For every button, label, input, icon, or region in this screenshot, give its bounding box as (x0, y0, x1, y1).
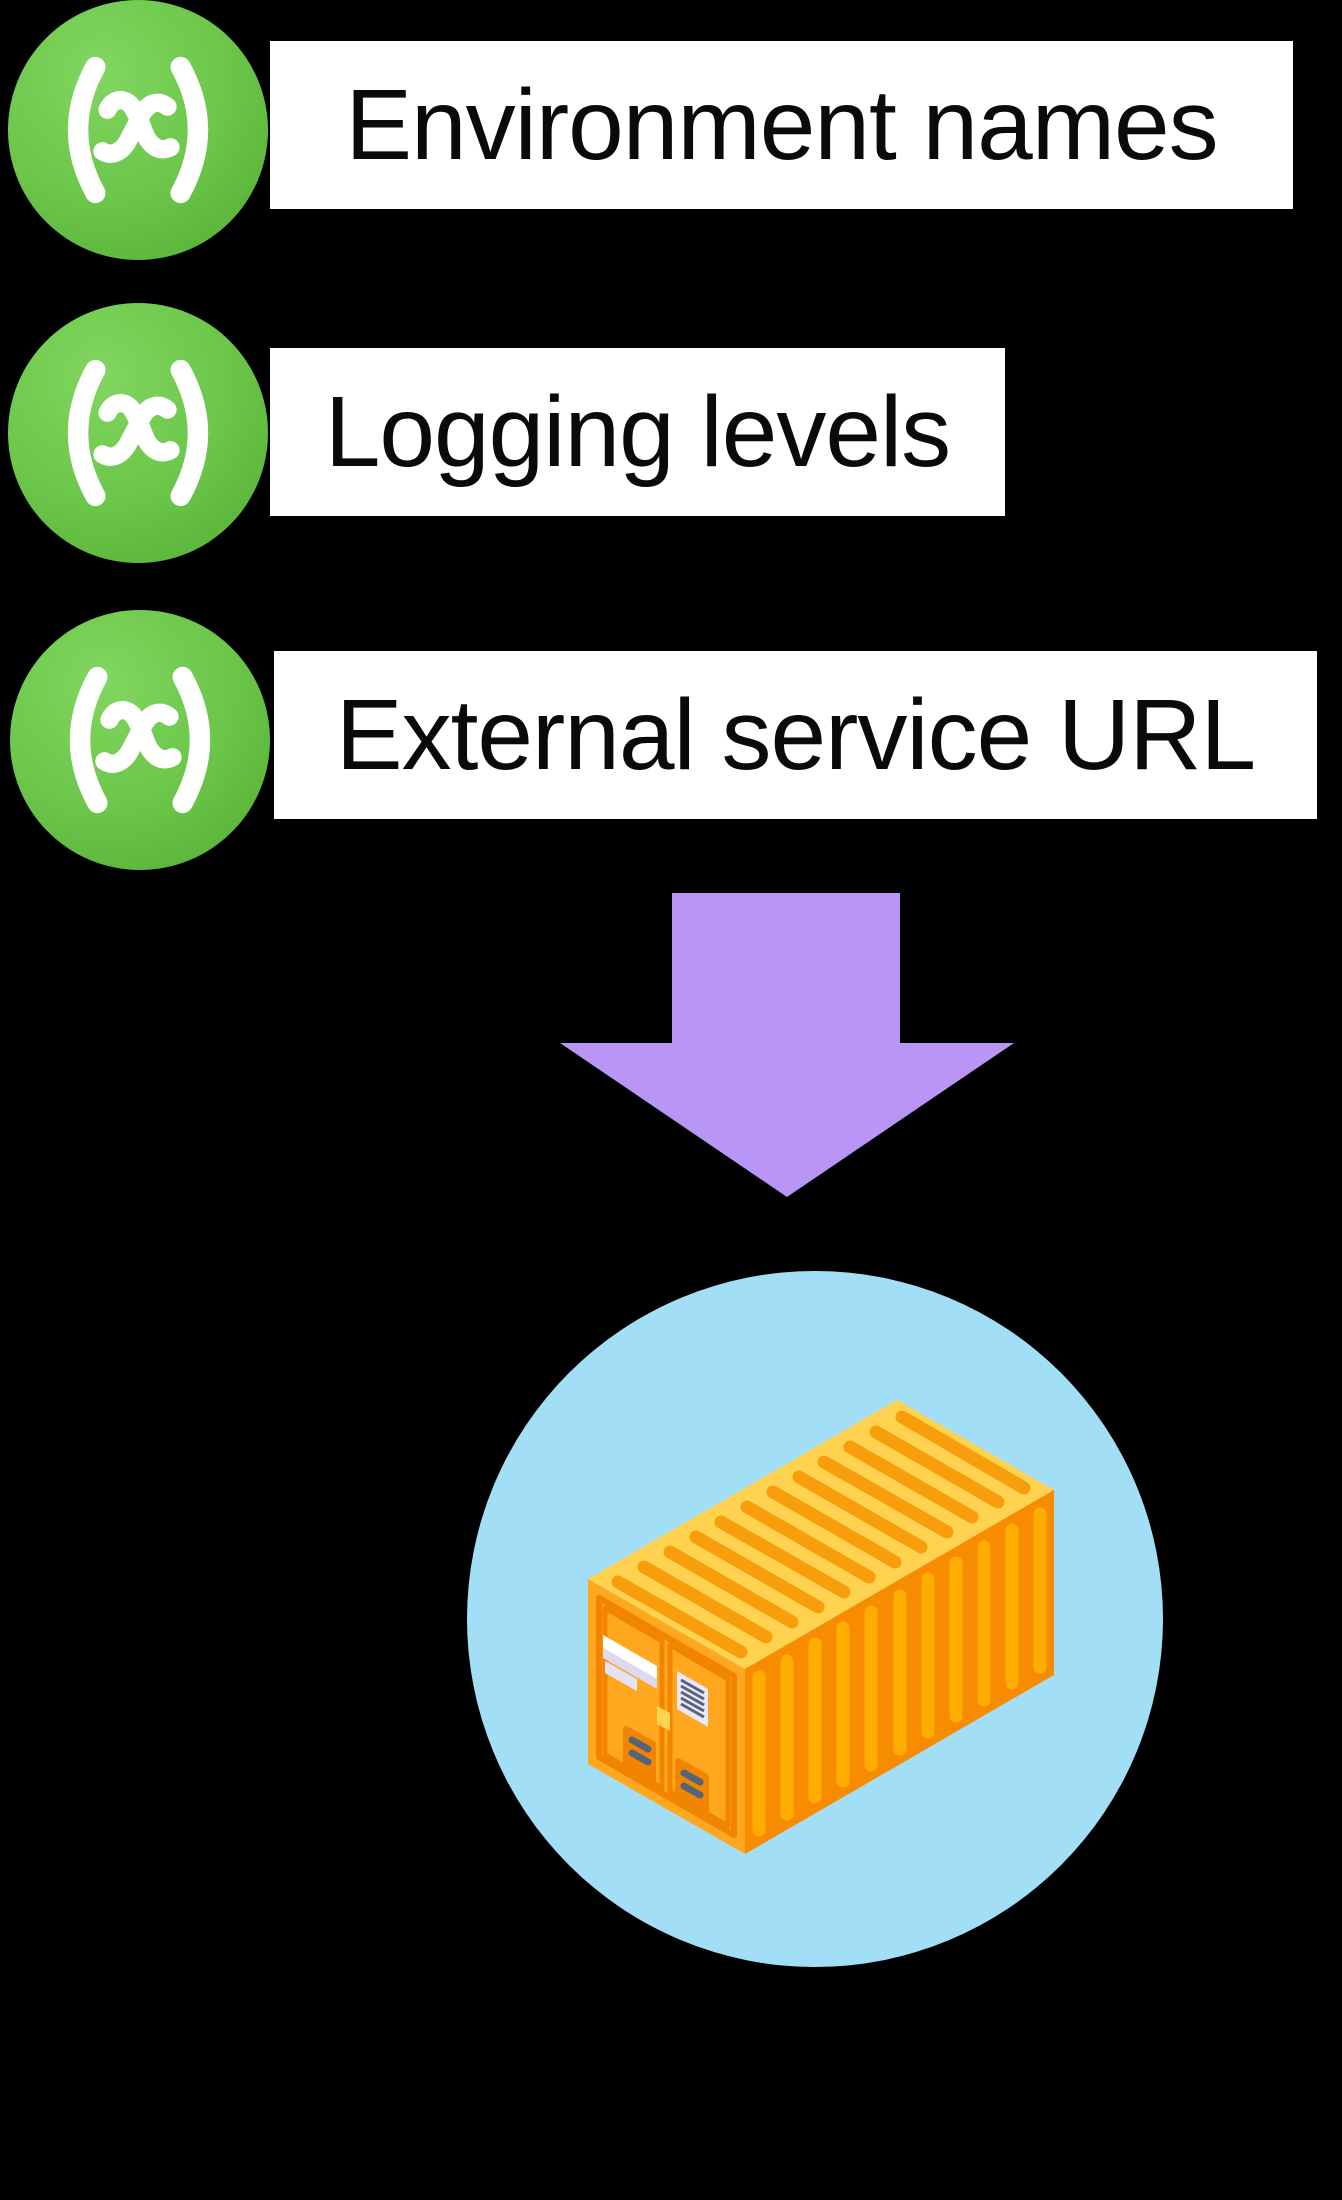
side-corrugation (752, 1507, 1047, 1837)
door-label-strip-top (603, 1635, 657, 1679)
roof-corrugation (611, 1410, 1031, 1659)
label-text: Environment names (345, 69, 1218, 181)
door-label-strip-shade (603, 1648, 657, 1689)
label-box-environment-names: Environment names (270, 41, 1293, 209)
container-illustration (467, 1271, 1163, 1967)
label-text: External service URL (335, 679, 1256, 791)
right-door-vent-bars (680, 1769, 704, 1799)
door-label-strip-small (605, 1661, 637, 1691)
variable-x-glyph (67, 56, 209, 204)
label-box-logging-levels: Logging levels (270, 348, 1005, 516)
variable-x-icon (8, 0, 268, 260)
container-doors (596, 1595, 737, 1838)
label-box-external-service-url: External service URL (274, 651, 1317, 819)
variable-x-glyph (67, 359, 209, 507)
variable-x-icon (10, 610, 270, 870)
down-arrow-icon (560, 893, 1014, 1197)
door-latch (657, 1706, 670, 1731)
variable-x-icon (8, 303, 268, 563)
variable-x-glyph (69, 666, 211, 814)
label-text: Logging levels (324, 376, 951, 488)
door-note-text-lines (680, 1678, 705, 1719)
left-door-vent-bars (628, 1736, 652, 1766)
